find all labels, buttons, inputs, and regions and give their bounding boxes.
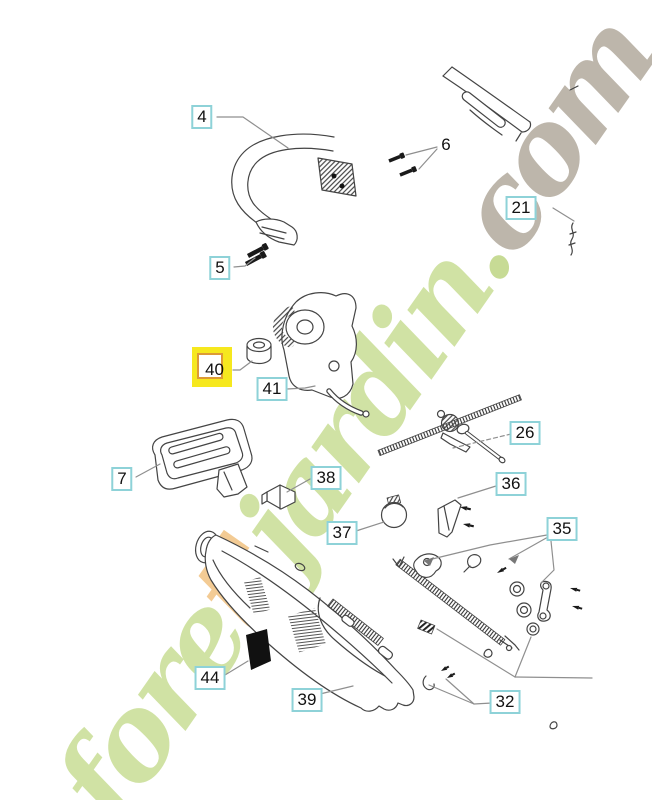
part-cover-screws (388, 152, 417, 177)
part-top-handle-fragment (442, 66, 579, 142)
leader-lines (135, 116, 593, 705)
part-label-35[interactable]: 35 (546, 517, 578, 541)
part-label-44[interactable]: 44 (194, 666, 226, 690)
part-brake-band (392, 553, 520, 652)
part-bracket-36 (437, 499, 474, 538)
part-knob-40 (246, 337, 272, 365)
part-assembly-41 (273, 292, 370, 418)
part-tensioner-26 (377, 394, 522, 464)
part-label-5[interactable]: 5 (209, 256, 231, 280)
part-filter-cover (152, 418, 253, 498)
part-label-40[interactable]: 40 (192, 347, 232, 387)
part-pad-44 (246, 629, 271, 670)
part-wire-clip-21 (568, 222, 577, 256)
part-housing-39 (194, 530, 415, 712)
part-label-38[interactable]: 38 (310, 466, 342, 490)
part-label-36[interactable]: 36 (495, 472, 527, 496)
part-label-highlight-inner: 40 (197, 353, 224, 379)
part-fastener-cluster-35 (463, 554, 583, 730)
part-label-32[interactable]: 32 (489, 690, 521, 714)
part-label-26[interactable]: 26 (509, 421, 541, 445)
part-label-39[interactable]: 39 (291, 688, 323, 712)
part-label-6: 6 (441, 135, 451, 154)
part-front-handle (231, 133, 357, 246)
part-label-7[interactable]: 7 (111, 467, 133, 491)
part-label-4[interactable]: 4 (191, 105, 213, 129)
part-grommet-37 (380, 494, 408, 529)
part-label-21[interactable]: 21 (505, 196, 537, 220)
part-label-37[interactable]: 37 (326, 521, 358, 545)
part-label-41[interactable]: 41 (256, 377, 288, 401)
